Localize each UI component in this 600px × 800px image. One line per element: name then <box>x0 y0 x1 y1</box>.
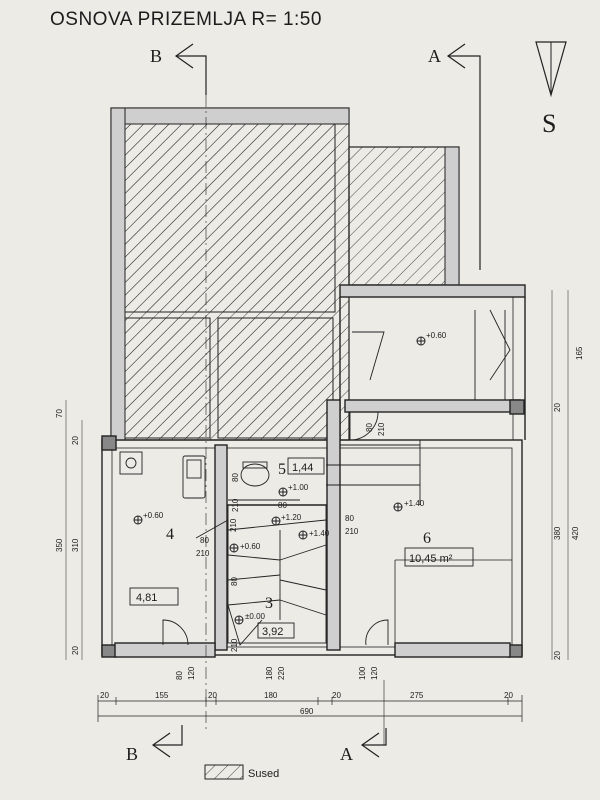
chain-dim-6: 275 <box>410 691 424 700</box>
door-f-dim: 80 <box>278 501 287 510</box>
door-c-height: 210 <box>377 422 386 436</box>
right-dim-420: 420 <box>571 526 580 540</box>
level-upper: +0.60 <box>426 331 447 340</box>
doors <box>162 411 389 646</box>
chain-dim-7: 20 <box>504 691 513 700</box>
window-1-width: 80 <box>175 671 184 680</box>
left-dimensions: 70 20 350 310 20 <box>55 400 83 660</box>
total-width: 690 <box>300 707 314 716</box>
door-g-dim: 210 <box>229 518 238 532</box>
area-labels: 4,81 1,44 10,45 m² 3,92 <box>129 457 474 639</box>
window-dimensions: 80 120 180 220 100 120 <box>175 666 379 680</box>
section-marker-b-bottom: B <box>126 725 183 764</box>
area-room-5: 1,44 <box>292 462 313 474</box>
neighbor-area <box>110 107 460 441</box>
dimension-chain <box>97 695 523 722</box>
door-a-width: 80 <box>200 536 209 545</box>
section-label-b-top: B <box>150 46 162 66</box>
level-room-4: +0.60 <box>143 511 164 520</box>
section-label-a-bottom: A <box>340 744 353 764</box>
right-dim-20a: 20 <box>553 403 562 412</box>
bathroom-fixtures <box>119 451 300 501</box>
level-stair-3: +1.40 <box>309 529 330 538</box>
window-1-height: 120 <box>187 666 196 680</box>
section-marker-b-top: B <box>150 43 207 95</box>
porch-stairs <box>352 309 511 400</box>
legend: Sused <box>204 764 279 780</box>
door-c-width: 80 <box>365 423 374 432</box>
chain-dim-5: 20 <box>332 691 341 700</box>
door-e-width: 80 <box>230 577 239 586</box>
right-dim-20b: 20 <box>553 651 562 660</box>
section-marker-a-top: A <box>428 43 481 270</box>
left-dim-20b: 20 <box>71 646 80 655</box>
north-label: S <box>542 109 556 138</box>
room-number-5: 5 <box>278 461 286 478</box>
chain-dim-2: 155 <box>155 691 169 700</box>
right-dim-165: 165 <box>575 346 584 360</box>
window-3-width: 100 <box>358 666 367 680</box>
room-number-6: 6 <box>423 530 431 547</box>
door-d-height: 210 <box>231 498 240 512</box>
door-d-width: 80 <box>231 473 240 482</box>
room-number-3: 3 <box>265 595 273 612</box>
left-dim-350: 350 <box>55 538 64 552</box>
level-room-3: ±0.00 <box>245 612 266 621</box>
window-2-width: 180 <box>265 666 274 680</box>
boiler-icon <box>125 457 137 469</box>
chain-dim-3: 20 <box>208 691 217 700</box>
dimension-chain-labels: 20 155 20 180 20 275 20 690 <box>100 691 513 716</box>
door-dimensions: 80 210 80 210 80 210 80 210 80 210 80 21… <box>196 422 386 652</box>
door-b-height: 210 <box>345 527 359 536</box>
window-2-height: 220 <box>277 666 286 680</box>
right-dim-380: 380 <box>553 526 562 540</box>
right-dimensions: 165 20 380 420 20 <box>551 290 584 660</box>
door-b-width: 80 <box>345 514 354 523</box>
legend-label: Sused <box>248 768 279 780</box>
room-number-4: 4 <box>166 526 174 543</box>
level-hall: +0.60 <box>240 542 261 551</box>
level-stair-2: +1.20 <box>281 513 302 522</box>
chain-dim-1: 20 <box>100 691 109 700</box>
area-room-3: 3,92 <box>262 626 283 638</box>
level-room-6: +1.40 <box>404 499 425 508</box>
section-marker-a-bottom: A <box>340 728 387 764</box>
section-label-a-top: A <box>428 46 441 66</box>
north-arrow: S <box>535 41 567 138</box>
window-3-height: 120 <box>370 666 379 680</box>
staircase <box>227 440 421 644</box>
section-label-b-bottom: B <box>126 744 138 764</box>
door-e-height: 210 <box>230 638 239 652</box>
left-dim-20a: 20 <box>71 436 80 445</box>
room-numbers: 4 5 6 3 <box>166 461 431 612</box>
door-a-height: 210 <box>196 549 210 558</box>
level-markers: +0.60 +0.60 +1.00 +1.20 +1.40 +1.40 +0.6… <box>133 331 447 625</box>
building-walls <box>101 284 526 658</box>
drawing-title: OSNOVA PRIZEMLJA R= 1:50 <box>50 9 322 30</box>
left-dim-70: 70 <box>55 409 64 418</box>
chain-dim-4: 180 <box>264 691 278 700</box>
left-dim-310: 310 <box>71 538 80 552</box>
level-stair-1: +1.00 <box>288 483 309 492</box>
area-room-6: 10,45 m² <box>409 553 453 565</box>
legend-hatch-swatch <box>204 764 244 780</box>
area-room-4: 4,81 <box>136 592 157 604</box>
